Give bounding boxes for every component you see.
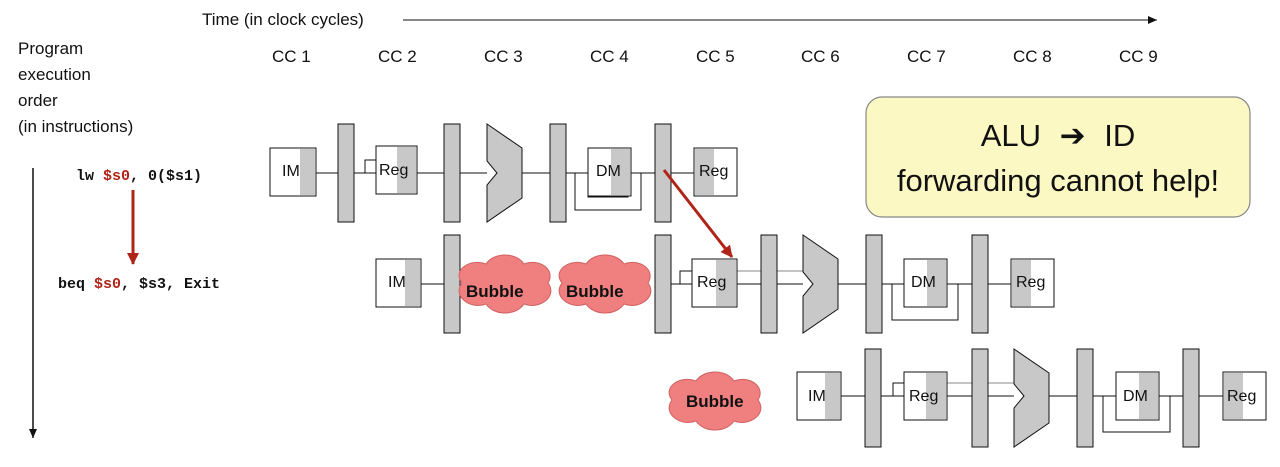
instruction-lw-rest: , 0($s1) [130, 168, 202, 185]
cycle-labels: CC 1 CC 2 CC 3 CC 4 CC 5 CC 6 CC 7 CC 8 … [272, 47, 1158, 66]
pipeline-register [1182, 348, 1200, 448]
forwarding-arrow [662, 169, 734, 258]
pipeline-row-beq: IM Reg DM Reg Bubble Bubble [375, 234, 1055, 334]
bubble-label: Bubble [566, 282, 624, 301]
reg-write-stage: Reg [1010, 258, 1055, 308]
im-label: IM [282, 163, 300, 180]
pipeline-register [864, 348, 882, 448]
pipeline-row-3: Bubble IM Reg DM Reg [668, 348, 1267, 448]
cycle-label-6: CC 6 [801, 47, 840, 66]
im-stage: IM [375, 258, 422, 308]
instruction-lw-dst: $s0 [103, 168, 130, 185]
reg-write-stage: Reg [1222, 371, 1267, 421]
im-label: IM [808, 388, 826, 405]
order-label-line-3: order [18, 91, 58, 110]
alu-stage [1013, 348, 1050, 448]
instruction-beq: beq $s0, $s3, Exit [58, 276, 220, 293]
im-stage: IM [269, 147, 317, 197]
reg-label: Reg [909, 388, 938, 405]
order-label-line-4: (in instructions) [18, 117, 133, 136]
instruction-lw-op: lw [76, 168, 94, 185]
pipeline-register [337, 123, 355, 223]
dm-label: DM [1123, 388, 1148, 405]
reg-read-stage: Reg [691, 258, 738, 308]
instruction-beq-rest: , $s3, Exit [121, 276, 220, 293]
pipeline-register [549, 123, 567, 223]
pipeline-register [1076, 348, 1094, 448]
order-label-line-2: execution [18, 65, 91, 84]
pipeline-register [654, 234, 672, 334]
alu-stage [802, 234, 839, 334]
cycle-label-1: CC 1 [272, 47, 311, 66]
pipeline-register [443, 123, 461, 223]
order-label: Program execution order (in instructions… [18, 39, 133, 136]
instruction-beq-op: beq [58, 276, 85, 293]
arrow-right-icon: ➔ [1060, 118, 1086, 153]
bubble-label: Bubble [686, 392, 744, 411]
bubble: Bubble [668, 371, 762, 431]
cycle-label-2: CC 2 [378, 47, 417, 66]
reg-label: Reg [697, 274, 726, 291]
dm-label: DM [911, 274, 936, 291]
note-callout: ALU ➔ ID forwarding cannot help! [865, 96, 1251, 218]
instruction-lw: lw $s0, 0($s1) [76, 168, 202, 185]
bubble: Bubble [558, 254, 652, 314]
reg-label: Reg [1227, 388, 1256, 405]
dm-stage: DM [903, 258, 948, 308]
note-line-2: forwarding cannot help! [897, 163, 1219, 198]
reg-write-stage: Reg [693, 147, 738, 197]
cycle-label-7: CC 7 [907, 47, 946, 66]
note-line-1: ALU ➔ ID [981, 118, 1136, 153]
pipeline-register [971, 234, 989, 334]
bubble: Bubble [458, 254, 552, 314]
im-label: IM [388, 274, 406, 291]
cycle-label-8: CC 8 [1013, 47, 1052, 66]
pipeline-register [654, 123, 672, 223]
pipeline-register [971, 348, 989, 448]
reg-label: Reg [379, 162, 408, 179]
bubble-label: Bubble [466, 282, 524, 301]
note-id-text: ID [1104, 118, 1135, 153]
cycle-label-5: CC 5 [696, 47, 735, 66]
dm-stage: DM [1115, 371, 1160, 421]
pipeline-row-lw: IM Reg DM Reg [269, 123, 738, 223]
cycle-label-4: CC 4 [590, 47, 629, 66]
dm-stage: DM [587, 147, 632, 197]
reg-read-stage: Reg [903, 371, 948, 421]
pipeline-register [443, 234, 461, 334]
cycle-label-3: CC 3 [484, 47, 523, 66]
order-label-line-1: Program [18, 39, 83, 58]
reg-read-stage: Reg [375, 145, 418, 195]
reg-label: Reg [1016, 274, 1045, 291]
alu-stage [486, 123, 523, 223]
pipeline-register [760, 234, 778, 334]
instruction-beq-dst: $s0 [94, 276, 121, 293]
dm-label: DM [596, 163, 621, 180]
time-axis-label: Time (in clock cycles) [202, 10, 364, 29]
im-stage: IM [796, 371, 842, 421]
pipeline-register [865, 234, 883, 334]
reg-label: Reg [699, 163, 728, 180]
cycle-label-9: CC 9 [1119, 47, 1158, 66]
note-alu-text: ALU [981, 118, 1041, 153]
